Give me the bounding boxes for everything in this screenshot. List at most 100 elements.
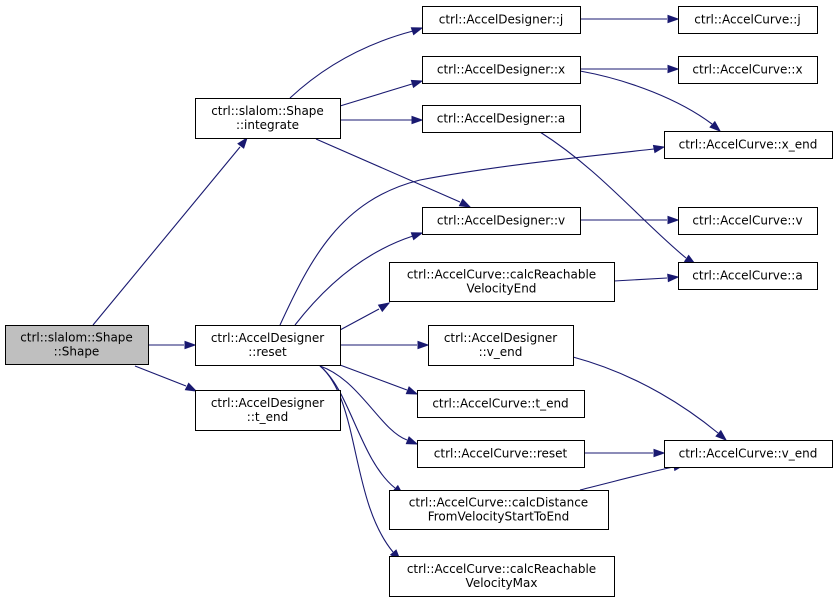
edge-arrowhead-icon <box>411 115 424 125</box>
node-ad-v[interactable]: ctrl::AccelDesigner::v <box>422 207 581 235</box>
node-ac-j[interactable]: ctrl::AccelCurve::j <box>678 6 818 34</box>
edge-arrowhead-icon <box>184 382 198 392</box>
node-ad-j[interactable]: ctrl::AccelDesigner::j <box>422 6 581 34</box>
node-box[interactable] <box>389 556 615 597</box>
edge-arrowhead-icon <box>709 120 722 132</box>
node-box[interactable] <box>422 56 581 84</box>
edge-ad_x-to-ac_x_end <box>579 70 722 132</box>
edge-arrowhead-icon <box>237 136 248 149</box>
node-ad-v-end[interactable]: ctrl::AccelDesigner::v_end <box>428 325 574 366</box>
node-ad-x[interactable]: ctrl::AccelDesigner::x <box>422 56 581 84</box>
node-ac-v[interactable]: ctrl::AccelCurve::v <box>678 207 818 235</box>
node-ac-reset[interactable]: ctrl::AccelCurve::reset <box>417 440 585 468</box>
edge-line <box>539 131 687 259</box>
edge-arrowhead-icon <box>405 436 419 445</box>
call-nodes: ctrl::slalom::Shape::Shapectrl::slalom::… <box>5 6 833 597</box>
node-box[interactable] <box>417 390 585 418</box>
node-box[interactable] <box>422 105 581 133</box>
node-label: ::v_end <box>479 345 523 359</box>
node-box[interactable] <box>678 262 818 290</box>
node-box[interactable] <box>389 490 609 530</box>
node-label: VelocityEnd <box>467 282 537 296</box>
node-label: ctrl::AccelCurve::v <box>692 214 802 228</box>
node-label: ctrl::AccelCurve::calcDistance <box>409 496 588 510</box>
edge-ad_x-to-ac_x <box>580 64 680 74</box>
edge-line <box>315 138 461 203</box>
edge-line <box>613 277 668 282</box>
node-label: ::t_end <box>247 410 288 424</box>
node-box[interactable] <box>422 6 581 34</box>
node-label: ctrl::slalom::Shape <box>211 104 324 118</box>
edge-integrate-to-ad_v <box>315 138 472 208</box>
node-integrate[interactable]: ctrl::slalom::Shape::integrate <box>195 98 341 139</box>
edge-arrowhead-icon <box>652 144 666 154</box>
edge-arrowhead-icon <box>405 386 419 395</box>
node-label: ctrl::AccelCurve::a <box>692 269 802 283</box>
node-box[interactable] <box>678 6 818 34</box>
node-box[interactable] <box>664 440 833 468</box>
node-ac-crvm[interactable]: ctrl::AccelCurve::calcReachableVelocityM… <box>389 556 615 597</box>
node-box[interactable] <box>417 440 585 468</box>
node-label: ctrl::AccelDesigner::x <box>437 63 565 77</box>
node-box[interactable] <box>664 131 833 159</box>
edge-ad_v-to-ac_v <box>580 215 680 225</box>
edge-ad_j-to-ac_j <box>580 14 680 24</box>
node-ac-a[interactable]: ctrl::AccelCurve::a <box>678 262 818 290</box>
edge-ad_reset-to-ac_crve <box>339 302 391 331</box>
node-label: ctrl::AccelCurve::reset <box>434 447 568 461</box>
node-ac-cdfv[interactable]: ctrl::AccelCurve::calcDistanceFromVeloci… <box>389 490 609 530</box>
edge-arrowhead-icon <box>667 273 680 283</box>
node-label: ctrl::AccelCurve::calcReachable <box>407 268 596 282</box>
node-label: ctrl::slalom::Shape <box>20 331 133 345</box>
node-ac-v-end[interactable]: ctrl::AccelCurve::v_end <box>664 440 833 468</box>
node-box[interactable] <box>678 56 818 84</box>
node-box[interactable] <box>195 98 341 139</box>
node-box[interactable] <box>422 207 581 235</box>
node-box[interactable] <box>195 390 341 431</box>
edge-line <box>319 365 408 441</box>
edge-line <box>579 466 674 491</box>
node-ac-t-end[interactable]: ctrl::AccelCurve::t_end <box>417 390 585 418</box>
node-box[interactable] <box>389 262 615 302</box>
node-ad-a[interactable]: ctrl::AccelDesigner::a <box>422 105 581 133</box>
node-box[interactable] <box>678 207 818 235</box>
node-label: ::reset <box>248 345 287 359</box>
node-box[interactable] <box>428 325 574 366</box>
node-label: ::integrate <box>236 118 299 132</box>
node-label: ctrl::AccelDesigner <box>211 396 324 410</box>
node-label: VelocityMax <box>466 576 538 590</box>
node-ac-x[interactable]: ctrl::AccelCurve::x <box>678 56 818 84</box>
edge-arrowhead-icon <box>184 340 197 350</box>
node-label: FromVelocityStartToEnd <box>428 510 570 524</box>
call-edges <box>92 14 728 562</box>
edge-integrate-to-ad_x <box>339 79 424 107</box>
edge-arrowhead-icon <box>377 302 391 313</box>
node-label: ctrl::AccelDesigner::j <box>439 13 564 27</box>
node-label: ctrl::AccelDesigner <box>444 331 557 345</box>
edge-ad_reset-to-ac_x_end <box>279 144 666 326</box>
edge-line <box>319 365 394 553</box>
edge-arrowhead-icon <box>715 429 728 441</box>
edge-arrowhead-icon <box>410 79 424 89</box>
edge-shape-to-integrate <box>92 136 248 326</box>
node-box[interactable] <box>5 325 149 365</box>
edge-line <box>339 308 380 331</box>
node-ad-reset[interactable]: ctrl::AccelDesigner::reset <box>195 325 341 366</box>
edge-ad_reset-to-ad_v_end <box>340 340 430 350</box>
edge-arrowhead-icon <box>458 198 472 208</box>
edge-arrowhead-icon <box>667 64 680 74</box>
edge-shape-to-ad_t_end <box>134 365 198 392</box>
node-ac-crve[interactable]: ctrl::AccelCurve::calcReachableVelocityE… <box>389 262 615 302</box>
node-label: ctrl::AccelCurve::calcReachable <box>407 562 596 576</box>
node-ad-t-end[interactable]: ctrl::AccelDesigner::t_end <box>195 390 341 431</box>
node-label: ctrl::AccelCurve::v_end <box>679 447 818 461</box>
edge-arrowhead-icon <box>417 340 430 350</box>
edge-integrate-to-ad_j <box>289 27 424 99</box>
edge-line <box>279 148 655 326</box>
node-ac-x-end[interactable]: ctrl::AccelCurve::x_end <box>664 131 833 159</box>
node-box[interactable] <box>195 325 341 366</box>
node-shape[interactable]: ctrl::slalom::Shape::Shape <box>5 325 149 365</box>
edge-ad_reset-to-ad_v <box>294 232 424 326</box>
edge-line <box>294 235 414 326</box>
node-label: ctrl::AccelDesigner <box>211 331 324 345</box>
